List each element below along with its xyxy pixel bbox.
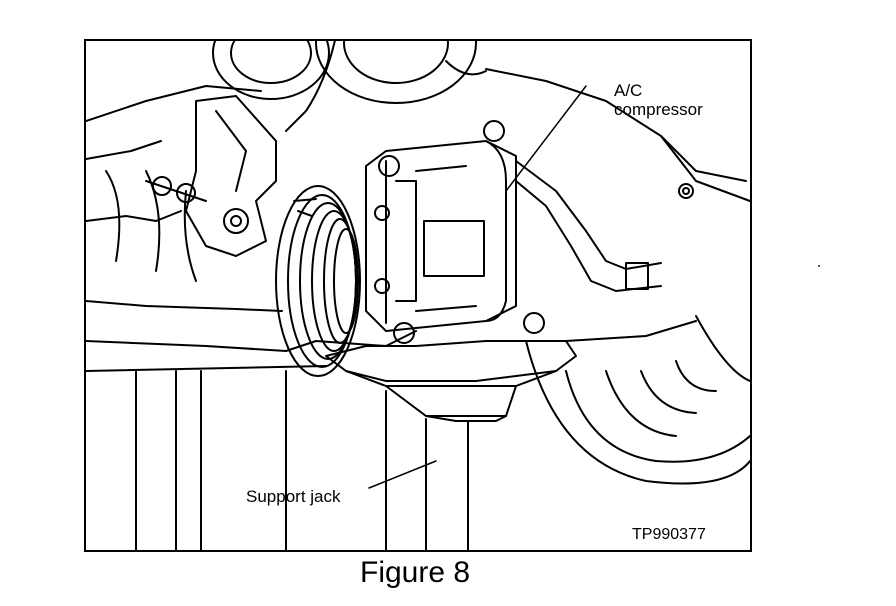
figure-frame: A/C compressor Support jack TP990377 xyxy=(84,39,752,552)
ac-compressor xyxy=(365,120,545,344)
jack-pad xyxy=(325,340,577,422)
leader-lines xyxy=(368,85,587,489)
scan-speck xyxy=(818,265,820,267)
refrigerant-hose xyxy=(515,160,662,292)
engine-illustration xyxy=(86,41,750,550)
ac-compressor-label-line1: A/C xyxy=(614,81,643,100)
background-posts xyxy=(135,370,287,550)
mounting-bracket xyxy=(145,95,277,257)
upper-pulleys xyxy=(212,41,487,132)
ac-compressor-label-line2: compressor xyxy=(614,100,703,119)
ac-compressor-label: A/C compressor xyxy=(614,81,703,119)
figure-caption: Figure 8 xyxy=(360,556,471,589)
figure-code: TP990377 xyxy=(632,526,706,543)
lower-wheel xyxy=(525,315,750,485)
support-jack xyxy=(385,390,469,550)
crank-pulley xyxy=(275,185,361,377)
support-jack-label: Support jack xyxy=(246,487,341,506)
engine-block xyxy=(86,68,750,352)
